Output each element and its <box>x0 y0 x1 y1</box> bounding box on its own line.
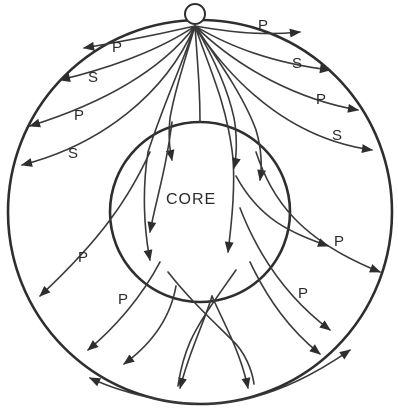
earthquake-focus <box>185 4 205 24</box>
ray-core-right-3 <box>195 26 261 180</box>
ray-p-core-right-exit <box>256 152 380 272</box>
label-s-left-upper: S <box>88 69 98 86</box>
label-p-bottom-left: P <box>118 291 128 308</box>
label-p-left-mid: P <box>74 107 84 124</box>
ray-core-right-2 <box>195 26 236 168</box>
ray-core-right-1 <box>195 26 234 252</box>
label-s-right-upper: S <box>292 55 302 72</box>
label-s-right-lower: S <box>332 127 342 144</box>
ray-bottom-cross-2 <box>212 296 248 388</box>
label-p-right-mid: P <box>316 91 326 108</box>
surface-arrow-left <box>90 378 196 404</box>
label-p-core-left: P <box>78 249 88 266</box>
label-s-left-lower: S <box>68 145 78 162</box>
label-p-bottom-right: P <box>298 285 308 302</box>
label-core: CORE <box>166 191 216 208</box>
ray-bottom-cross-1 <box>180 296 212 388</box>
earth-outline <box>8 20 392 404</box>
label-p-core-right: P <box>334 233 344 250</box>
label-p-left-top: P <box>112 39 122 56</box>
label-p-right-top: P <box>258 17 268 34</box>
ray-bottom-right-1 <box>250 262 320 354</box>
ray-core-left-2 <box>169 26 195 160</box>
surface-arrow-right <box>204 350 350 404</box>
ray-bottom-left-2 <box>124 286 176 364</box>
